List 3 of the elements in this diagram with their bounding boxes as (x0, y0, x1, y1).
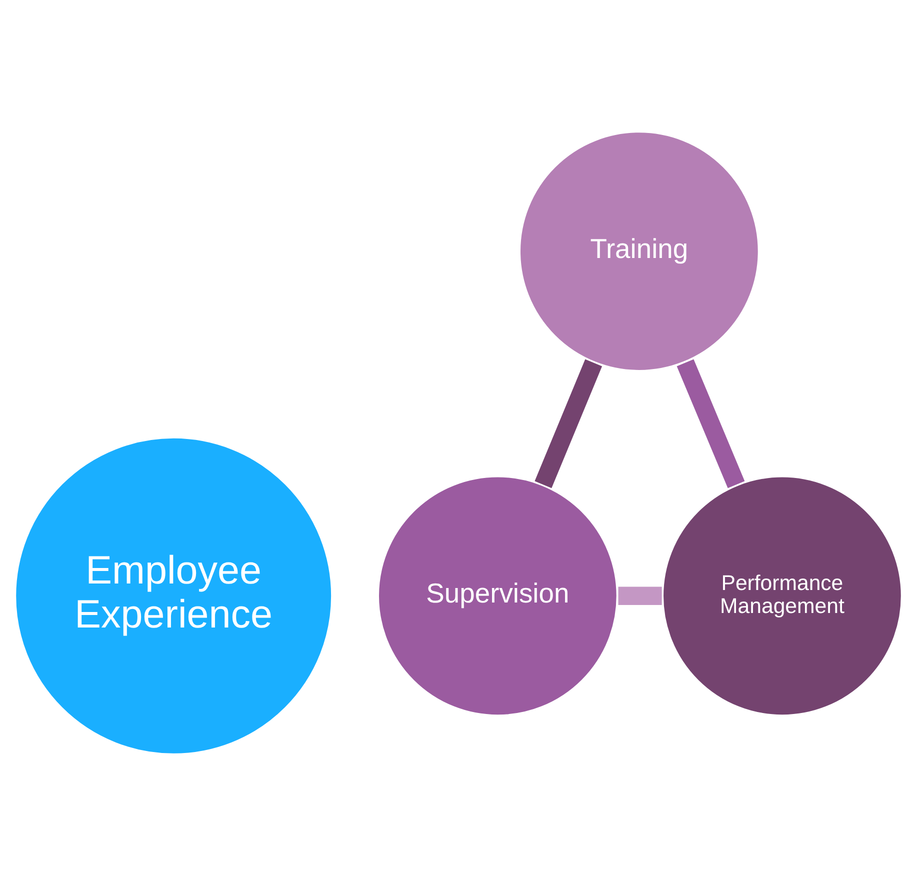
connector (534, 358, 602, 488)
connector (676, 358, 745, 488)
connector (618, 586, 662, 605)
